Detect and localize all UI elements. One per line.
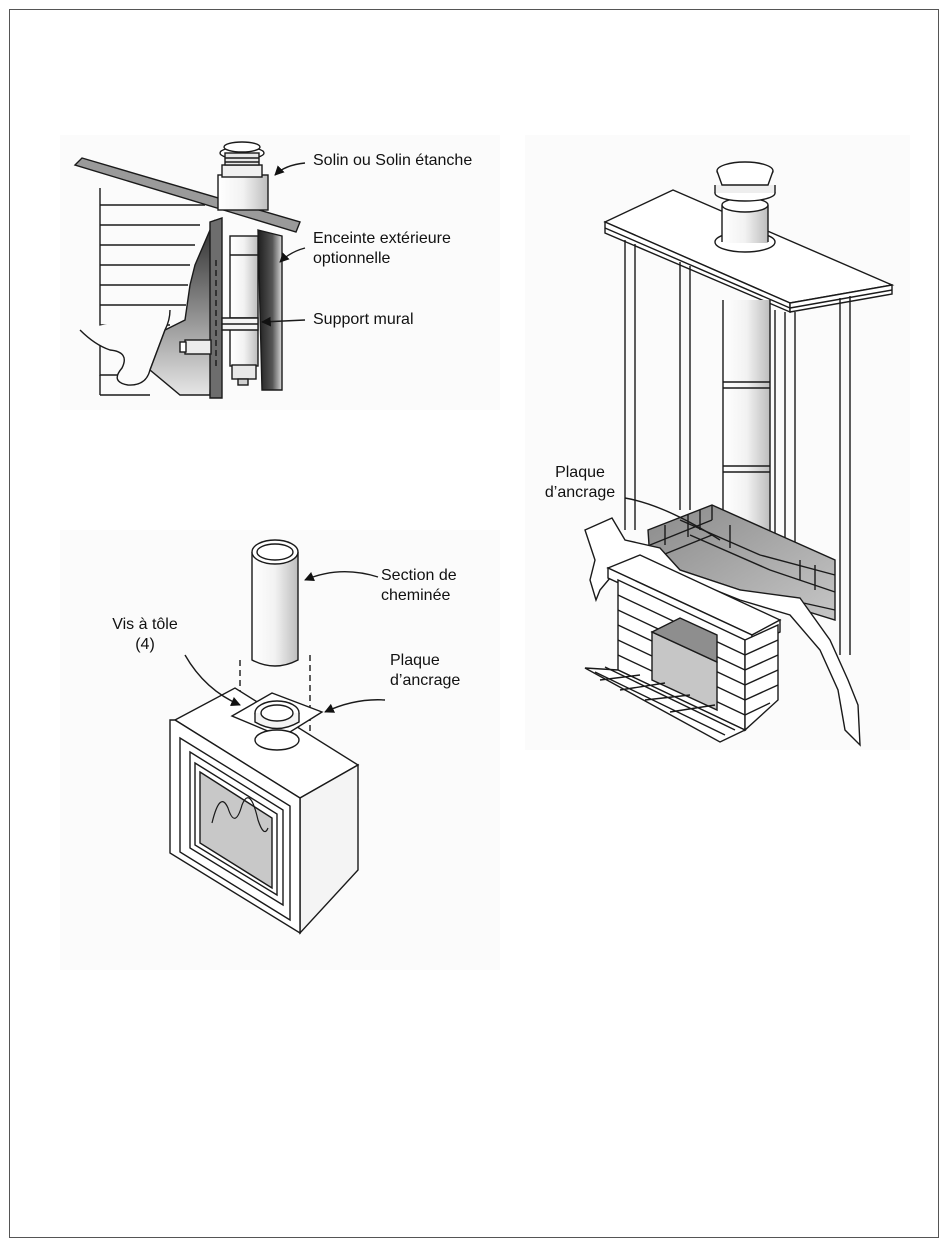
slab-termination-cap <box>715 162 775 252</box>
wall-board <box>210 218 222 398</box>
termination-cap <box>218 142 268 210</box>
label-enclosure-line1: Enceinte extérieure <box>313 229 451 249</box>
label-enclosure-line2: optionnelle <box>313 249 390 269</box>
label-anchor-plate-line1: Plaque <box>390 651 440 671</box>
figure-exterior-chimney <box>60 135 500 410</box>
chimney-section <box>252 540 298 666</box>
label-masonry-anchor-plate-line1: Plaque <box>540 463 620 483</box>
optional-enclosure <box>258 230 282 390</box>
label-chimney-section-line2: cheminée <box>381 586 450 606</box>
label-masonry-anchor-plate-line2: d’ancrage <box>538 483 622 503</box>
label-screws-line2: (4) <box>100 635 190 655</box>
label-anchor-plate-line2: d’ancrage <box>390 671 460 691</box>
figure-masonry-fireplace <box>525 135 910 750</box>
label-flashing: Solin ou Solin étanche <box>313 151 472 171</box>
label-wall-support: Support mural <box>313 310 414 330</box>
label-chimney-section-line1: Section de <box>381 566 457 586</box>
label-screws-line1: Vis à tôle <box>100 615 190 635</box>
